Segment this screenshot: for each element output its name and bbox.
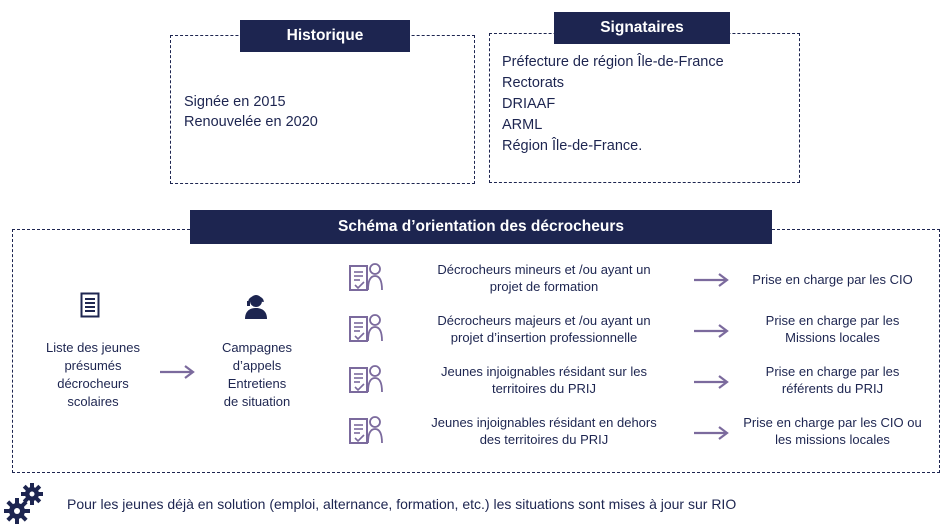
middle-label-line: de situation	[223, 394, 291, 409]
category-text: Décrocheurs majeurs et /ou ayant un proje…	[398, 312, 690, 346]
signataire-item: DRIAAF	[502, 96, 556, 112]
call-center-icon	[245, 295, 267, 319]
historique-text: Signée en 2015 Renouvelée en 2020	[184, 92, 318, 132]
flow-arrow	[694, 375, 729, 389]
category-line: Jeunes injoignables résidant sur les	[441, 364, 647, 379]
signataires-text: Préfecture de région Île-de-France Recto…	[502, 52, 724, 157]
left-label-line: scolaires	[67, 394, 119, 409]
signataire-item: Rectorats	[502, 75, 565, 91]
schema-header: Schéma d’orientation des décrocheurs	[190, 210, 772, 244]
outcome-text: Prise en charge par les CIO	[730, 271, 935, 288]
left-label-line: Liste des jeunes	[46, 340, 140, 355]
category-line: Décrocheurs mineurs et /ou ayant un	[437, 262, 651, 277]
left-label-line: décrocheurs	[57, 376, 129, 391]
outcome-text: Prise en charge par les référents du PRIJ	[730, 363, 935, 397]
category-text: Jeunes injoignables résidant en dehors de…	[398, 414, 690, 448]
category-line: des territoires du PRIJ	[479, 432, 609, 447]
outcome-line: Missions locales	[785, 330, 880, 345]
person-document-icon	[349, 365, 383, 393]
historique-header: Historique	[240, 20, 410, 52]
category-line: territoires du PRIJ	[491, 381, 597, 396]
flow-arrow	[694, 324, 729, 338]
flow-arrow	[694, 426, 729, 440]
historique-line: Signée en 2015	[184, 94, 286, 110]
left-label: Liste des jeunes présumés décrocheurs sc…	[28, 339, 158, 411]
signataire-item: Préfecture de région Île-de-France	[502, 54, 724, 70]
outcome-line: Prise en charge par les	[765, 364, 900, 379]
category-text: Jeunes injoignables résidant sur les terr…	[398, 363, 690, 397]
footer-note: Pour les jeunes déjà en solution (emploi…	[67, 496, 737, 512]
middle-label: Campagnes d’appels Entretiens de situati…	[196, 339, 318, 411]
category-line: projet d’insertion professionnelle	[450, 330, 638, 345]
middle-label-line: Campagnes	[221, 340, 293, 355]
signataires-header: Signataires	[554, 12, 730, 44]
left-label-line: présumés	[64, 358, 122, 373]
outcome-line: référents du PRIJ	[781, 381, 884, 396]
signataire-item: ARML	[502, 117, 543, 133]
middle-label-line: d’appels	[232, 358, 282, 373]
category-line: Décrocheurs majeurs et /ou ayant un	[437, 313, 651, 328]
outcome-line: Prise en charge par les CIO ou	[743, 415, 922, 430]
gears-icon	[4, 483, 43, 524]
outcome-line: Prise en charge par les CIO	[752, 272, 913, 287]
category-line: Jeunes injoignables résidant en dehors	[431, 415, 657, 430]
middle-label-line: Entretiens	[227, 376, 287, 391]
person-document-icon	[349, 314, 383, 342]
outcome-line: Prise en charge par les	[765, 313, 900, 328]
flow-arrow	[694, 273, 729, 287]
category-line: projet de formation	[489, 279, 599, 294]
person-document-icon	[349, 416, 383, 444]
outcome-text: Prise en charge par les CIO ou les missio…	[730, 414, 935, 448]
category-text: Décrocheurs mineurs et /ou ayant un proje…	[398, 261, 690, 295]
flow-arrow	[160, 365, 195, 379]
signataire-item: Région Île-de-France.	[502, 138, 643, 154]
document-list-icon	[80, 292, 100, 318]
person-document-icon	[349, 263, 383, 291]
outcome-line: les missions locales	[775, 432, 890, 447]
historique-line: Renouvelée en 2020	[184, 114, 318, 130]
